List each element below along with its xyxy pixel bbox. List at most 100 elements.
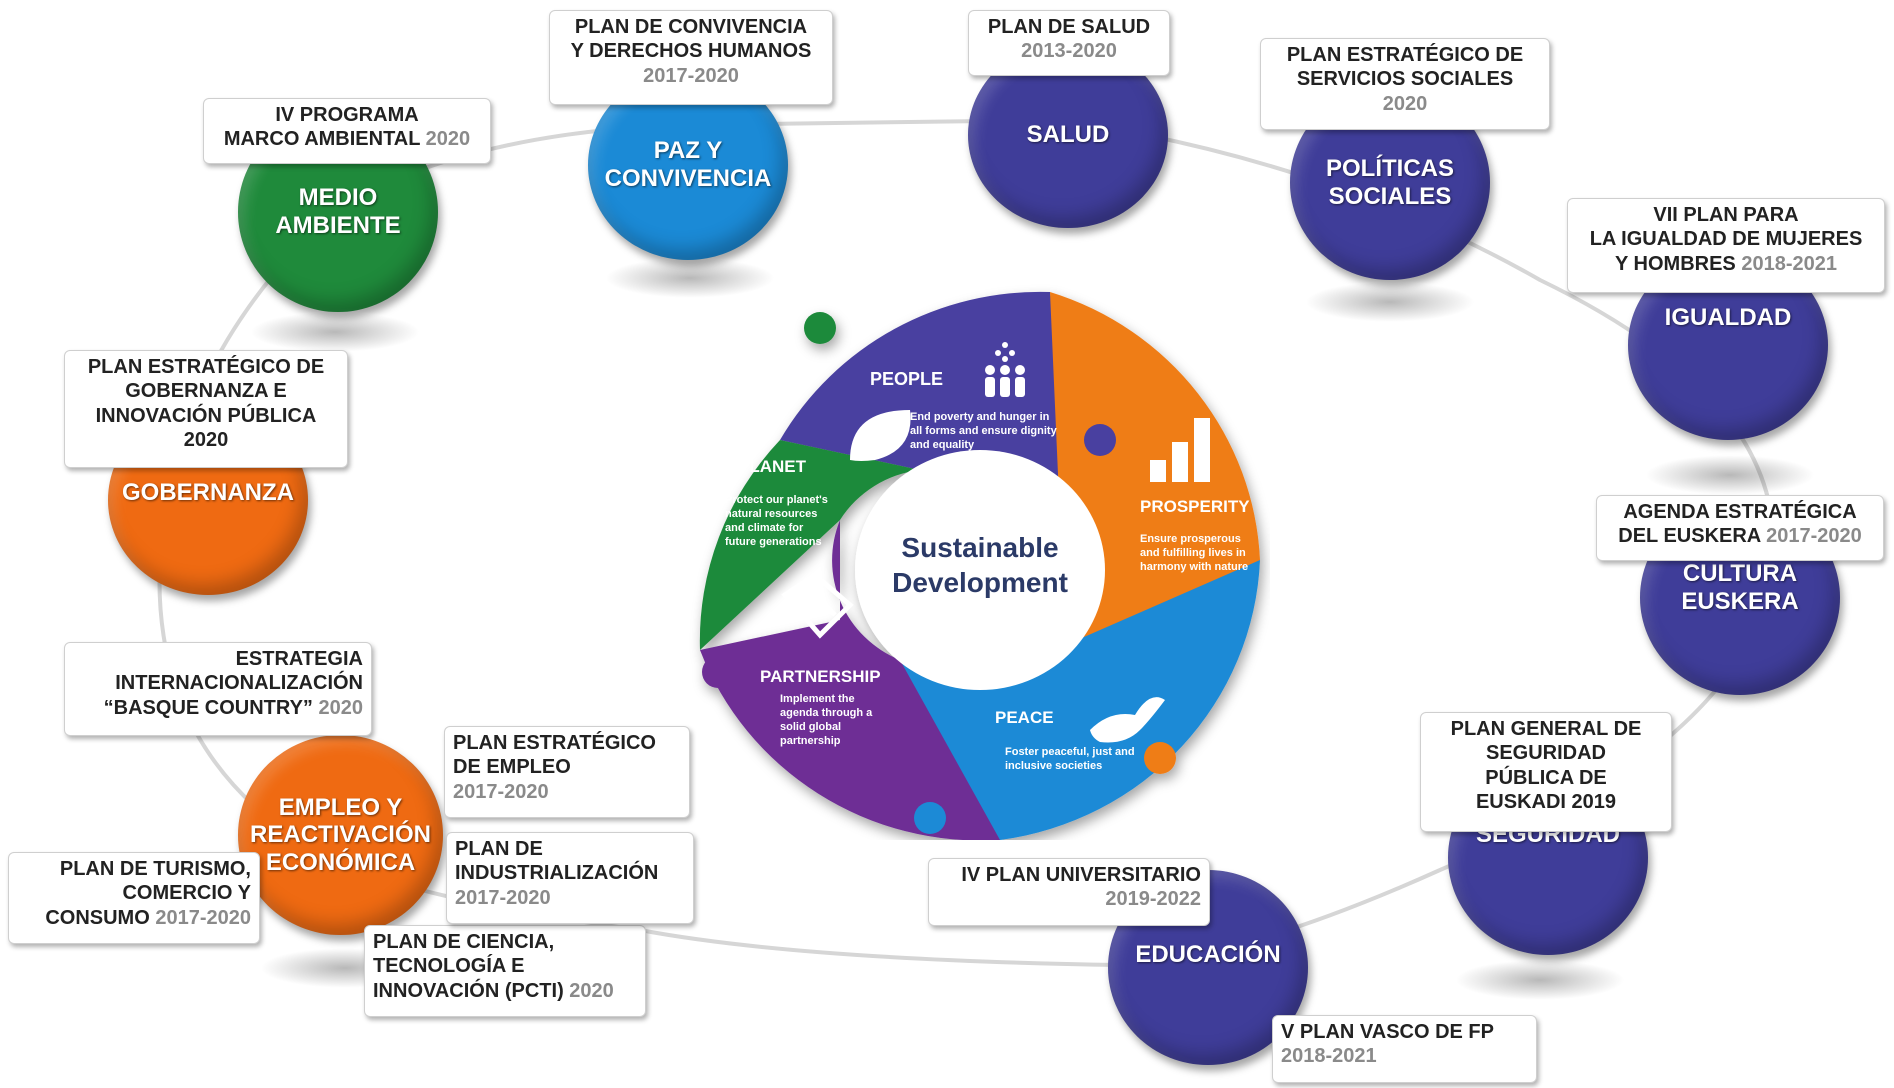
prosperity-desc-line: Ensure prosperous: [1140, 533, 1241, 545]
plan-box-turismo[interactable]: PLAN DE TURISMO, COMERCIO Y CONSUMO 2017…: [8, 852, 260, 944]
plan-text: GOBERNANZA E: [125, 380, 287, 403]
plan-text: PLAN GENERAL DE: [1450, 718, 1642, 740]
area-label: AMBIENTE: [275, 212, 401, 239]
partnership-desc-line: agenda through a: [780, 707, 873, 719]
plan-text: INNOVACIÓN PÚBLICA: [95, 404, 317, 427]
plan-text: 2020: [183, 429, 229, 452]
plan-text: SERVICIOS SOCIALES: [1296, 68, 1514, 91]
plan-box-euskera[interactable]: AGENDA ESTRATÉGICA DEL EUSKERA 2017-2020: [1596, 495, 1884, 561]
plan-year: 2017-2020: [455, 886, 551, 909]
plan-box-convivencia[interactable]: PLAN DE CONVIVENCIA Y DERECHOS HUMANOS 2…: [549, 10, 833, 105]
plan-year: 2013-2020: [1021, 40, 1117, 63]
plan-text: PLAN ESTRATÉGICO DE: [87, 356, 325, 378]
partnership-label: PARTNERSHIP: [760, 667, 881, 686]
plan-box-salud[interactable]: PLAN DE SALUD 2013-2020: [968, 10, 1170, 76]
area-label: EUSKERA: [1681, 587, 1799, 615]
plan-text: MARCO AMBIENTAL: [223, 128, 421, 151]
plan-box-pcti[interactable]: PLAN DE CIENCIA, TECNOLOGÍA E INNOVACIÓN…: [364, 925, 646, 1017]
segment-partnership: [700, 520, 1000, 840]
plan-text: COMERCIO Y: [122, 882, 251, 905]
area-label: SALUD: [1026, 121, 1110, 149]
plan-text: IV PLAN UNIVERSITARIO: [961, 864, 1201, 886]
plan-text: INDUSTRIALIZACIÓN: [455, 862, 659, 885]
leaf-icon: [850, 410, 911, 461]
people-icon: [985, 342, 1025, 397]
shadow: [250, 312, 420, 352]
segment-planet: [699, 440, 920, 650]
area-label: EDUCACIÓN: [1135, 941, 1281, 969]
plan-text: ESTRATEGIA: [235, 648, 363, 670]
plan-box-empleo[interactable]: PLAN ESTRATÉGICO DE EMPLEO 2017-2020: [444, 726, 690, 818]
area-label: IGUALDAD: [1664, 303, 1792, 331]
prosperity-desc-line: harmony with nature: [1140, 561, 1248, 573]
prosperity-label: PROSPERITY: [1140, 497, 1250, 516]
plan-year: 2020: [318, 696, 364, 719]
area-label: SOCIALES: [1328, 182, 1452, 210]
handshake-icon: [781, 571, 854, 639]
plan-text: PLAN DE TURISMO,: [59, 858, 251, 880]
plan-box-gobernanza[interactable]: PLAN ESTRATÉGICO DE GOBERNANZA E INNOVAC…: [64, 350, 348, 468]
planet-desc-line: future generations: [725, 536, 822, 548]
people-desc-line: all forms and ensure dignity: [910, 425, 1058, 437]
plan-box-industrializacion[interactable]: PLAN DE INDUSTRIALIZACIÓN 2017-2020: [446, 832, 694, 924]
plan-year: 2020: [569, 979, 614, 1002]
plan-year: 2017-2020: [453, 780, 549, 803]
planet-desc-line: Protect our planet's: [725, 494, 828, 506]
plan-box-internacionalizacion[interactable]: ESTRATEGIA INTERNACIONALIZACIÓN “BASQUE …: [64, 642, 372, 736]
area-label: POLÍTICAS: [1325, 154, 1454, 182]
plan-text: VII PLAN PARA: [1653, 204, 1799, 226]
plan-text: SEGURIDAD: [1485, 742, 1606, 765]
plan-box-fp[interactable]: V PLAN VASCO DE FP 2018-2021: [1272, 1015, 1537, 1083]
bar-chart-icon: [1150, 418, 1210, 482]
plan-text: V PLAN VASCO DE FP: [1281, 1021, 1494, 1043]
partnership-desc-line: Implement the: [780, 693, 855, 705]
plan-year: 2019-2022: [1105, 888, 1201, 911]
plan-year: 2017-2020: [1766, 525, 1862, 548]
partnership-desc-line: solid global: [780, 721, 841, 733]
plan-box-servicios-sociales[interactable]: PLAN ESTRATÉGICO DE SERVICIOS SOCIALES 2…: [1260, 38, 1550, 130]
plan-year: 2020: [1382, 92, 1428, 115]
area-label: GOBERNANZA: [122, 478, 294, 506]
plan-text: PLAN DE SALUD: [987, 16, 1151, 38]
peace-desc-line: Foster peaceful, just and: [1005, 746, 1135, 758]
peace-label: PEACE: [995, 708, 1054, 727]
people-desc-line: and equality: [910, 439, 975, 451]
area-label: CONVIVENCIA: [604, 165, 772, 192]
plan-box-universitario[interactable]: IV PLAN UNIVERSITARIO 2019-2022: [928, 858, 1210, 926]
plan-text: “BASQUE COUNTRY”: [103, 696, 313, 719]
plan-year: 2017-2020: [643, 64, 739, 87]
shadow: [1455, 960, 1625, 1000]
area-label: PAZ Y: [653, 137, 723, 165]
plan-text: Y DERECHOS HUMANOS: [570, 40, 812, 63]
plan-text: CONSUMO: [45, 906, 150, 929]
area-label: CULTURA: [1682, 559, 1798, 587]
plan-year: 2018-2021: [1741, 252, 1837, 275]
sdg-wheel: Sustainable Development PEOPLE End pover…: [699, 291, 1260, 840]
plan-text: INNOVACIÓN (PCTI): [373, 979, 564, 1002]
plan-box-igualdad[interactable]: VII PLAN PARA LA IGUALDAD DE MUJERES Y H…: [1567, 198, 1885, 293]
plan-text: TECNOLOGÍA E: [373, 955, 525, 978]
shadow: [1305, 282, 1475, 322]
plan-text: AGENDA ESTRATÉGICA: [1623, 501, 1857, 523]
planet-label: PLANET: [738, 457, 807, 476]
partnership-desc-line: partnership: [780, 735, 841, 747]
segment-people: [780, 291, 1080, 545]
plan-text: PÚBLICA DE: [1485, 766, 1607, 789]
plan-text: PLAN ESTRATÉGICO DE: [1286, 44, 1524, 66]
area-label: EMPLEO Y: [278, 793, 403, 821]
plan-text: PLAN DE CIENCIA,: [373, 931, 555, 953]
plan-box-ambiental[interactable]: IV PROGRAMA MARCO AMBIENTAL 2020: [203, 98, 491, 164]
center-title-line1: Sustainable: [901, 532, 1058, 563]
plan-text: IV PROGRAMA: [275, 104, 419, 126]
peace-desc-line: inclusive societies: [1005, 760, 1102, 772]
shadow: [1645, 455, 1815, 495]
center-title-line2: Development: [892, 567, 1068, 598]
plan-box-seguridad[interactable]: PLAN GENERAL DE SEGURIDAD PÚBLICA DE EUS…: [1420, 712, 1672, 832]
plan-text: INTERNACIONALIZACIÓN: [115, 672, 363, 695]
plan-text: PLAN DE: [455, 838, 543, 860]
dove-icon: [1090, 697, 1165, 743]
area-label: ECONÓMICA: [265, 848, 416, 876]
plan-year: 2020: [425, 128, 471, 151]
plan-text: PLAN DE CONVIVENCIA: [574, 16, 808, 38]
